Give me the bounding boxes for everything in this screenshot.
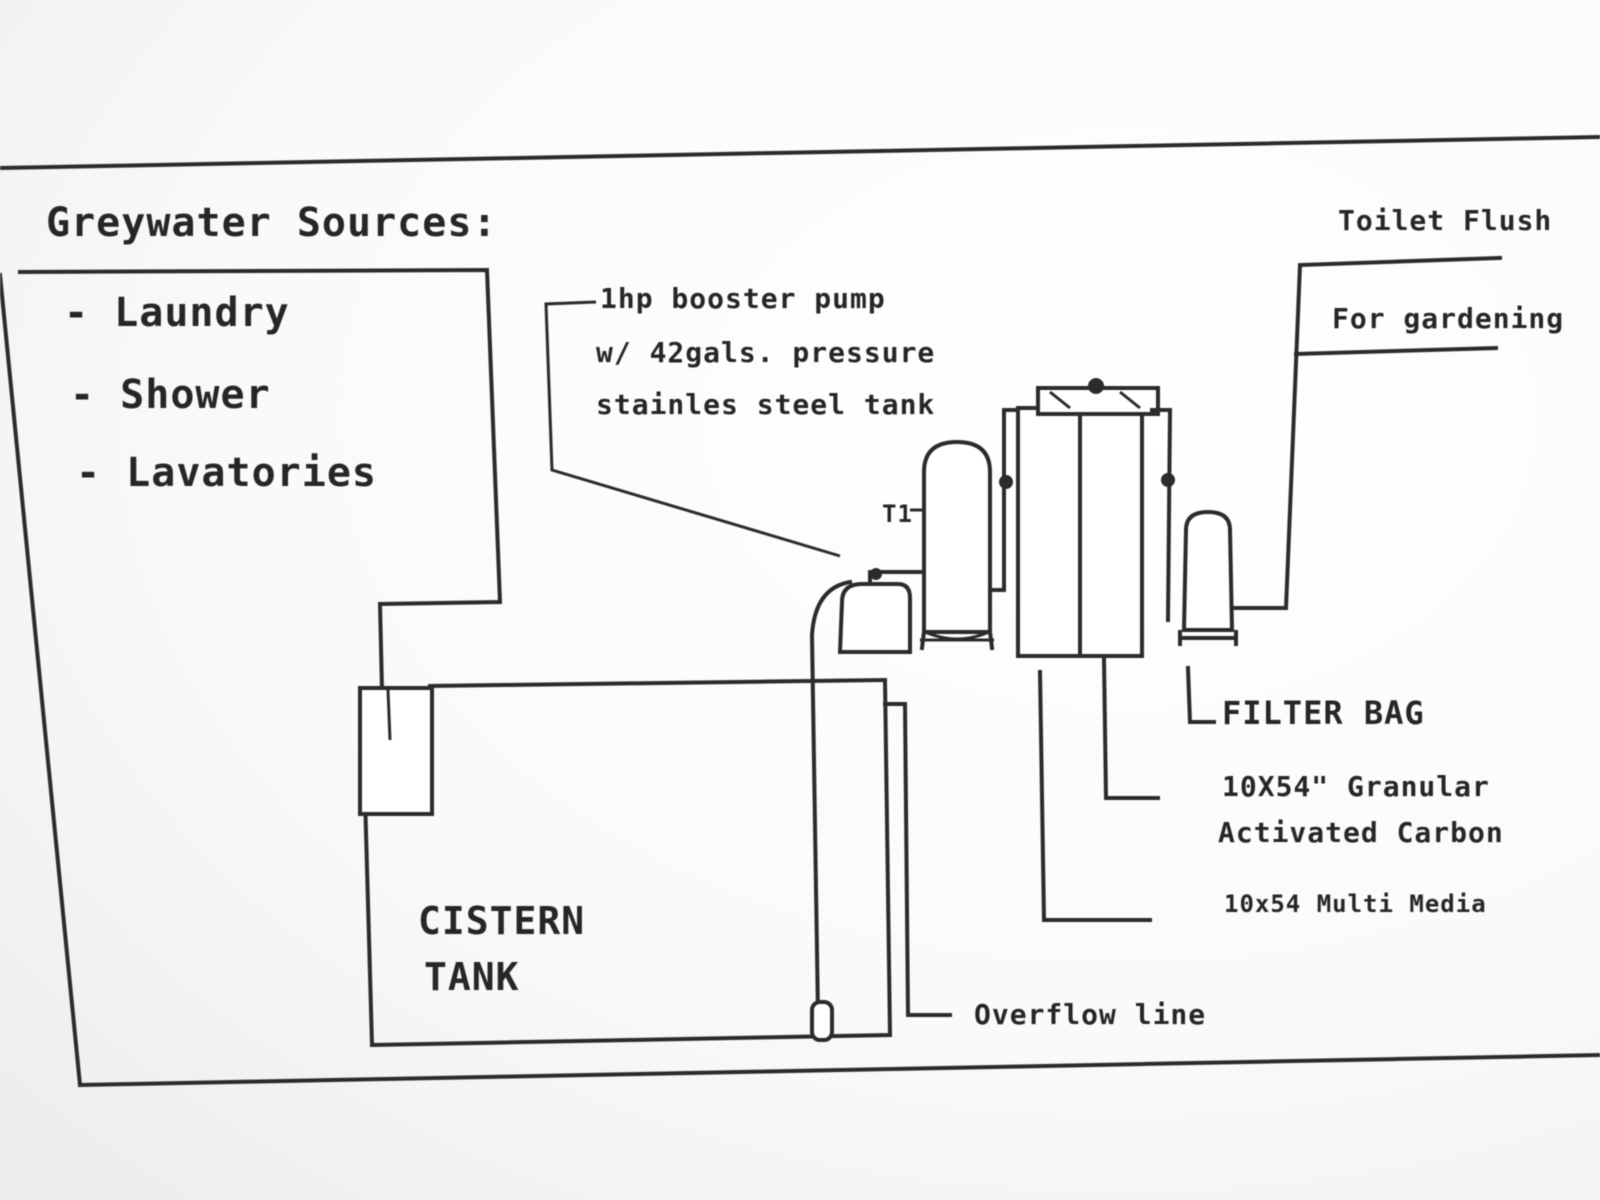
filter-bag-label: FILTER BAG [1222,694,1425,732]
output-toilet-flush: Toilet Flush [1338,204,1552,237]
pressure-tank-base [920,630,994,642]
cistern-label-line-2: TANK [424,955,520,999]
carbon-filter-tank [1078,406,1144,658]
frame-top-edge [0,134,1600,171]
carbon-label-line-1: 10X54" Granular [1222,770,1490,803]
pump-to-tank-pipe [868,570,928,586]
cistern-label-line-1: CISTERN [418,899,585,943]
multimedia-label: 10x54 Multi Media [1224,890,1487,918]
overflow-label: Overflow line [974,998,1206,1031]
pump-valve-icon [870,568,882,580]
cistern-tank [359,677,893,1048]
foot-valve-icon [810,1000,834,1042]
pressure-tank [922,439,992,634]
source-laundry: - Laundry [64,290,290,336]
filter-bag-leader [1185,665,1216,724]
carbon-label-line-2: Activated Carbon [1218,816,1504,849]
output-line [1230,255,1503,610]
pump-label-line-2: w/ 42gals. pressure [596,336,935,369]
filter-bag-base [1178,630,1238,646]
frame-bottom-edge [77,1052,1600,1088]
output-branch [1293,345,1499,357]
filter-top-valve-icon [1088,378,1104,394]
pump-label-line-1: 1hp booster pump [600,282,886,315]
filter-to-bag-pipe [1150,408,1173,623]
inlet-box [358,686,434,816]
pump-label-line-3: stainles steel tank [596,388,935,421]
title-label: Greywater Sources: [46,200,497,246]
source-shower: - Shower [70,372,271,418]
filter-outlet-valve-icon [1161,473,1175,487]
suction-line [809,579,853,1018]
multimedia-leader [1037,669,1152,922]
overflow-pipe [883,702,952,1017]
pressure-tank-legs [919,629,995,651]
output-gardening: For gardening [1332,302,1564,335]
sources-box [17,267,503,693]
booster-pump [837,582,912,654]
filter-inlet-valve-icon [999,475,1013,489]
carbon-leader [1101,657,1160,800]
source-lavatories: - Lavatories [76,450,377,496]
pump-leader-line [544,300,841,558]
filter-bag-housing [1181,509,1235,632]
inlet-pipe [386,689,392,741]
valve-mark-label: T1 [882,500,913,528]
filter-head-detail [1049,390,1141,410]
frame-left-edge [0,272,83,1088]
